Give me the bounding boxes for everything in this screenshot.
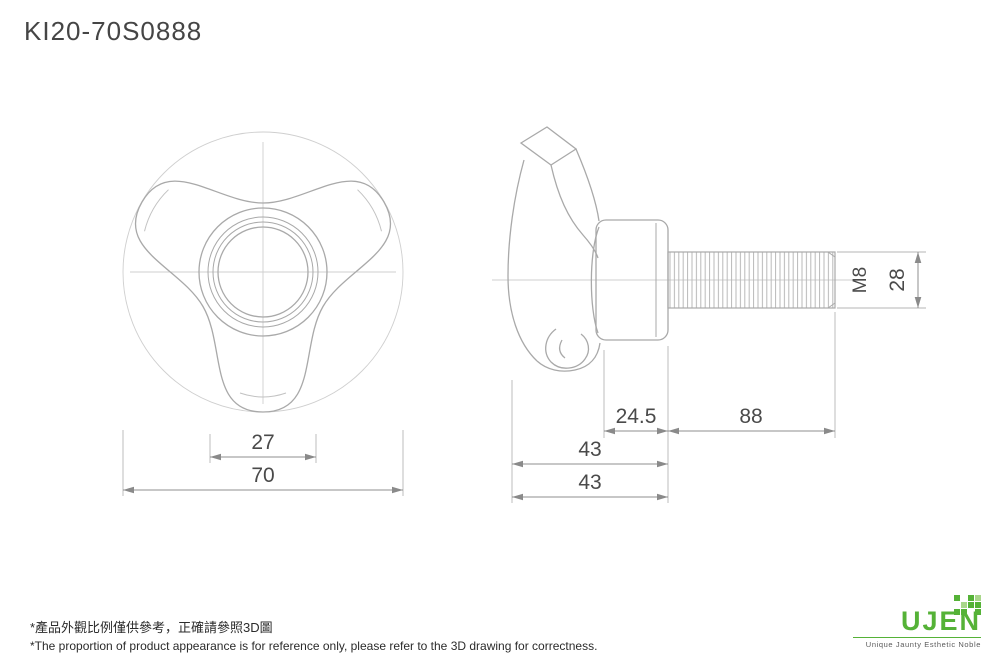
dim-label-thread-spec: M8 — [850, 267, 871, 293]
wing-right-edge — [575, 148, 600, 222]
part-number-title: KI20-70S0888 — [24, 16, 203, 46]
bottom-curl-outline — [545, 328, 590, 369]
disclaimer-chinese: *產品外觀比例僅供參考，正確請參照3D圖 — [30, 620, 273, 635]
bottom-curl-inner — [558, 339, 566, 359]
brand-logo: UJEN Unique Jaunty Esthetic Noble — [853, 594, 981, 649]
dim-label-knob-depth-2: 43 — [578, 471, 601, 494]
dim-label-thread-length: 88 — [739, 405, 762, 428]
threaded-shaft — [667, 251, 836, 309]
dim-label-neck: 24.5 — [616, 405, 657, 428]
disclaimer-english: *The proportion of product appearance is… — [30, 639, 598, 653]
dim-label-outer: 70 — [251, 464, 274, 487]
brand-tagline: Unique Jaunty Esthetic Noble — [853, 637, 981, 649]
side-knob-wing — [507, 126, 601, 372]
wing-tip-face — [519, 126, 578, 166]
dim-label-knob-depth: 43 — [578, 438, 601, 461]
dim-label-diameter: 28 — [886, 268, 909, 291]
wing-left-edge — [507, 159, 538, 362]
side-view — [492, 126, 852, 372]
front-knob-outline — [134, 180, 392, 413]
wing-bottom-edge — [536, 342, 601, 372]
thread-end-chamfer — [827, 251, 836, 309]
front-view — [122, 131, 404, 413]
side-dimensions: 24.5 88 43 43 M8 28 — [511, 251, 926, 503]
front-dimensions: 27 70 — [122, 430, 404, 496]
pixel-grid-icon — [954, 594, 981, 615]
disclaimer-notes: *產品外觀比例僅供參考，正確請參照3D圖 *The proportion of … — [30, 617, 597, 653]
front-center-boss — [198, 207, 328, 337]
dim-label-bore: 27 — [251, 431, 274, 454]
front-lobe-detail-arcs — [144, 189, 382, 398]
wing-inner-edge — [550, 164, 599, 259]
